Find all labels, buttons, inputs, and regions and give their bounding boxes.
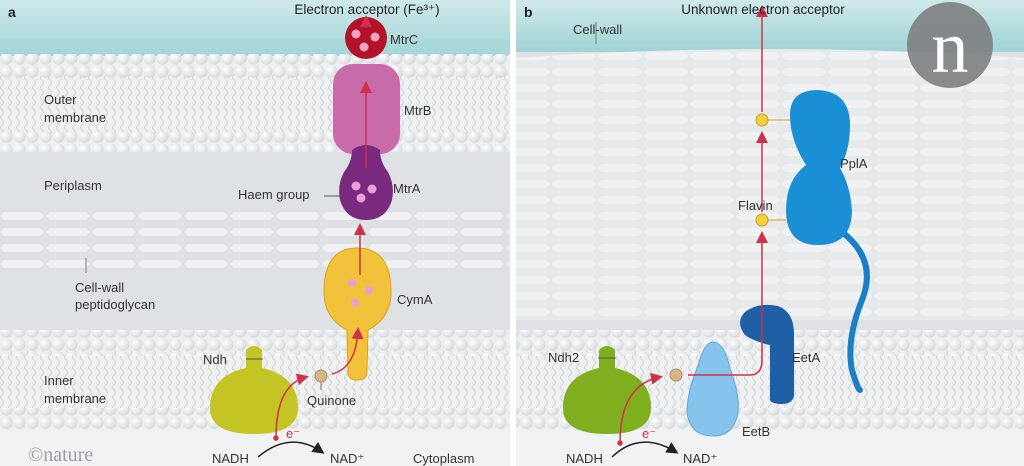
mtra-label: MtrA <box>393 181 421 196</box>
electron-acceptor-label: Electron acceptor (Fe³⁺) <box>294 2 439 17</box>
cyma-label: CymA <box>397 292 433 307</box>
ndh-protein <box>210 346 298 434</box>
ppla-tail <box>839 229 870 393</box>
quinone-label: Quinone <box>307 393 356 408</box>
flavin-molecules <box>755 113 790 227</box>
electron-path-arrows <box>273 15 372 441</box>
panel-b-letter: b <box>524 4 533 20</box>
panel-a: a Electron acceptor (Fe³⁺) MtrC MtrB Mtr… <box>0 0 510 466</box>
cell-wall-label-2: peptidoglycan <box>75 297 155 312</box>
mtra-protein <box>339 145 393 220</box>
mtrc-protein <box>345 17 387 59</box>
eeta-protein <box>740 304 794 404</box>
nature-credit: ©nature <box>28 444 93 466</box>
nadh-reaction-arrow-b <box>611 441 679 458</box>
nadh-reaction-arrow <box>257 441 325 458</box>
cell-wall-label-1: Cell-wall <box>75 280 124 295</box>
mtrc-label: MtrC <box>390 32 418 47</box>
outer-membrane-label-1: Outer <box>44 92 77 107</box>
electron-label: e⁻ <box>286 426 300 441</box>
thick-cell-wall <box>516 49 1024 318</box>
inner-membrane-label-2: membrane <box>44 391 106 406</box>
peptidoglycan-layer <box>0 210 510 270</box>
electron-label-b: e⁻ <box>642 426 656 441</box>
unknown-acceptor-label: Unknown electron acceptor <box>681 2 845 17</box>
quinone-molecule-b <box>669 368 683 382</box>
nature-logo-letter: n <box>932 7 969 89</box>
flavin-label: Flavin <box>738 198 773 213</box>
haem-group-label: Haem group <box>238 187 310 202</box>
ndh2-label: Ndh2 <box>548 350 579 365</box>
inner-membrane-label-1: Inner <box>44 373 74 388</box>
cytoplasm-label: Cytoplasm <box>413 451 474 466</box>
nature-logo <box>907 2 993 88</box>
nadh-label-b: NADH <box>566 451 603 466</box>
outer-membrane-label-2: membrane <box>44 110 106 125</box>
ndh2-protein <box>563 346 651 434</box>
panel-b: n b Unknown electron acceptor Cell-wa <box>516 0 1024 466</box>
panel-a-letter: a <box>8 4 16 20</box>
ppla-label: PplA <box>840 156 868 171</box>
eeta-label: EetA <box>792 350 821 365</box>
cyma-protein <box>323 247 392 381</box>
nad-label: NAD⁺ <box>330 451 364 466</box>
eetb-label: EetB <box>742 424 770 439</box>
cell-wall-label-b: Cell-wall <box>573 22 622 37</box>
periplasm-label: Periplasm <box>44 178 102 193</box>
ndh-label: Ndh <box>203 352 227 367</box>
nad-label-b: NAD⁺ <box>683 451 717 466</box>
quinone-molecule <box>314 369 328 383</box>
nadh-label: NADH <box>212 451 249 466</box>
mtrb-label: MtrB <box>404 103 431 118</box>
eetb-protein <box>686 341 739 437</box>
electron-path-arrows-b <box>617 5 768 446</box>
ppla-protein <box>786 90 852 245</box>
